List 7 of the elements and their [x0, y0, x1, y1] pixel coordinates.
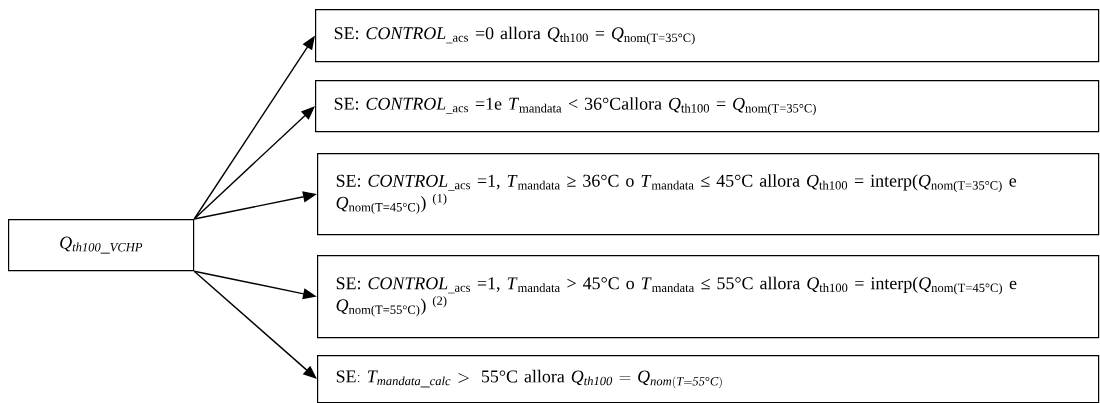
variable-box: $\mathit{Q}_{\mathit{th100\_VCHP}}$: [8, 219, 195, 272]
condition-box: SE: CONTROL$_{_acs}$ =1, T$_{mandata}$ > 45°C o T$_{mandata}$ ≤ 55°C allora Q$_{th100}$ = interp(Q$_{nom(T=45°C)}$ e Q$_{nom(T=55°C)}$) $^{(2)}$: [317, 255, 1100, 339]
condition-box: SE: CONTROL$_{_acs}$ =0 allora Q$_{th100}$ = Q$_{nom(T=35°C)}$: [315, 9, 1100, 63]
condition-box: $\mathrm{SE{:}\ }\mathit{T}_{\mathit{mandata\_calc}}\mathrm{\ >\ 55°C\ allora\ }\mathit{Q}_{\mathit{th100}}\mathrm{\ =\ }\mathit{Q}_{\mathit{nom(T=55°C)}}$: [317, 355, 1100, 403]
arrow: [193, 106, 315, 220]
condition-box: SE: CONTROL$_{_acs}$ =1e T$_{mandata}$ < 36°Callora Q$_{th100}$ = Q$_{nom(T=35°C)}$: [315, 80, 1100, 133]
condition-box: SE: CONTROL$_{_acs}$ =1, T$_{mandata}$ ≥ 36°C o T$_{mandata}$ ≤ 45°C allora Q$_{th100}$ = interp(Q$_{nom(T=35°C)}$ e Q$_{nom(T=45°C)}$) $^{(1)}$: [317, 153, 1100, 236]
